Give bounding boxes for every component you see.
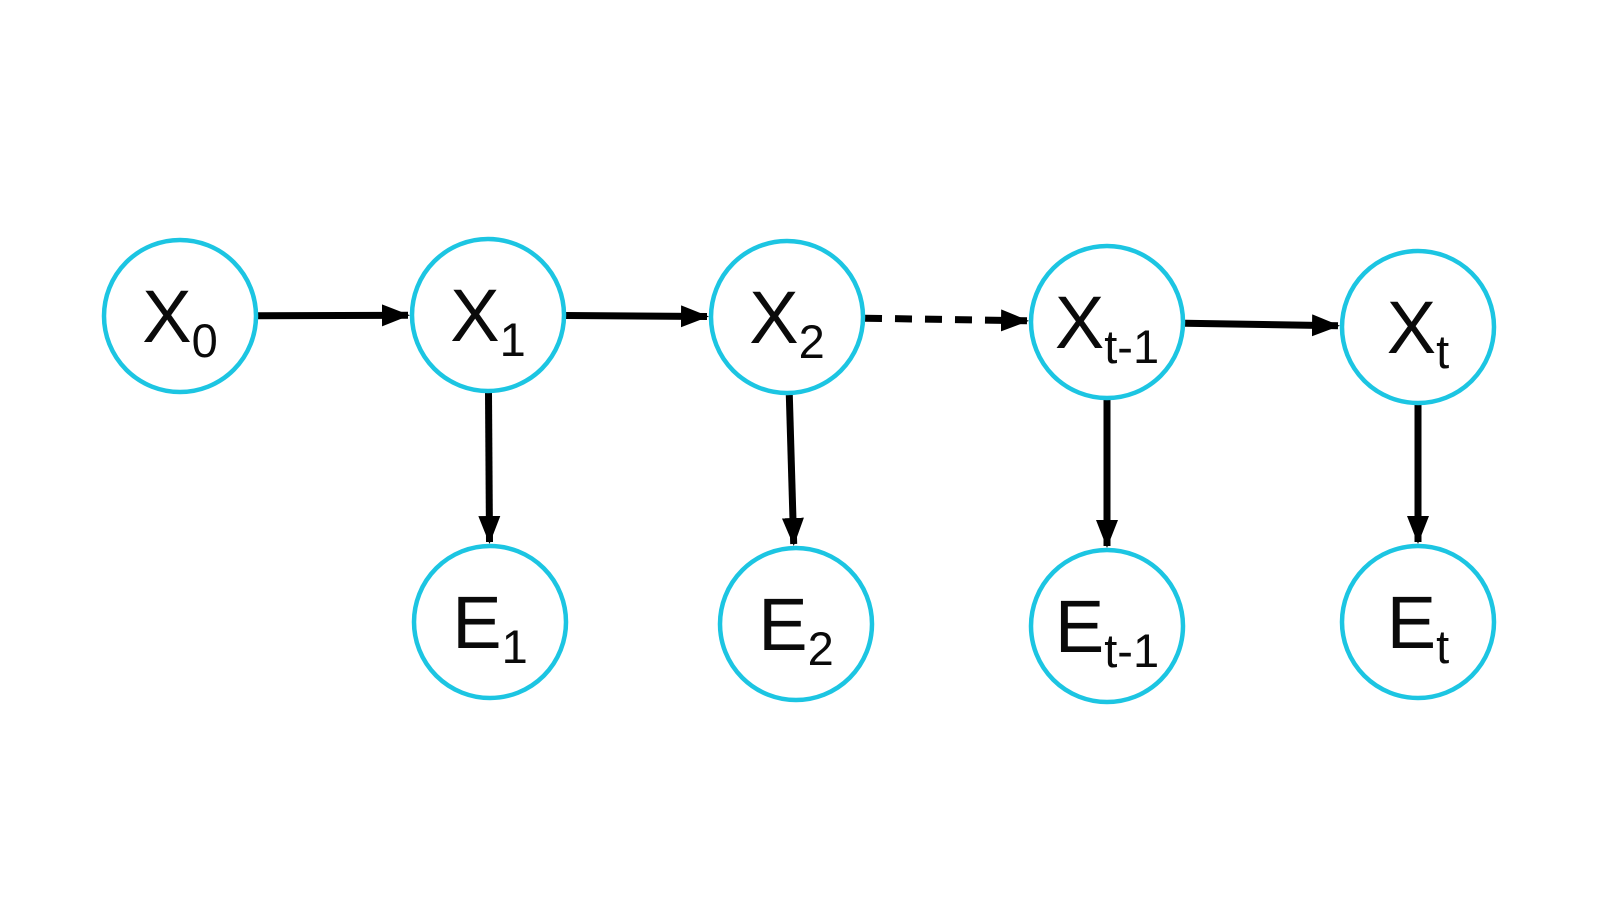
node-label-X0: X0 <box>142 275 218 367</box>
node-X0: X0 <box>101 237 259 395</box>
node-Et: Et <box>1339 543 1497 701</box>
node-label-main: X <box>1055 281 1104 364</box>
node-Xt: Xt <box>1339 248 1497 406</box>
node-label-E1: E1 <box>452 581 528 673</box>
node-circle-Et-1 <box>1028 547 1186 705</box>
node-Et-1: Et-1 <box>1028 547 1186 705</box>
node-label-main: X <box>749 276 798 359</box>
node-label-Xt-1: Xt-1 <box>1055 281 1159 373</box>
node-circle-E2 <box>717 545 875 703</box>
node-label-subscript: 0 <box>192 314 218 367</box>
node-label-main: X <box>142 275 191 358</box>
node-X2: X2 <box>708 238 866 396</box>
node-label-main: X <box>1387 286 1436 369</box>
node-label-subscript: 1 <box>500 313 526 366</box>
node-label-subscript: t-1 <box>1104 624 1159 677</box>
node-E1: E1 <box>411 543 569 701</box>
node-label-main: E <box>452 581 501 664</box>
edge-X2-to-E2-arrow <box>781 394 804 546</box>
node-label-subscript: t-1 <box>1104 320 1159 373</box>
node-label-subscript: 1 <box>502 620 528 673</box>
node-label-main: X <box>450 274 499 357</box>
node-label-subscript: 2 <box>799 315 825 368</box>
node-label-main: E <box>758 583 807 666</box>
node-label-X1: X1 <box>450 274 526 366</box>
edge-X1-to-E1-arrow <box>478 392 501 544</box>
edge-Xt-1-to-Xt-arrow <box>1184 314 1340 337</box>
node-label-Et: Et <box>1387 581 1449 673</box>
node-label-Et-1: Et-1 <box>1055 585 1159 677</box>
node-label-subscript: 2 <box>808 622 834 675</box>
node-circle-E1 <box>411 543 569 701</box>
node-label-X2: X2 <box>749 276 825 368</box>
node-label-E2: E2 <box>758 583 834 675</box>
node-circle-X0 <box>101 237 259 395</box>
node-circle-Et <box>1339 543 1497 701</box>
node-label-subscript: t <box>1436 620 1449 673</box>
node-circle-X1 <box>409 236 567 394</box>
edge-X1-to-X2-arrow <box>565 305 709 328</box>
node-X1: X1 <box>409 236 567 394</box>
edge-X2-to-Xt-1-dashed-arrow <box>864 309 1029 332</box>
node-E2: E2 <box>717 545 875 703</box>
node-label-Xt: Xt <box>1387 286 1449 378</box>
node-Xt-1: Xt-1 <box>1028 243 1186 401</box>
node-label-subscript: t <box>1436 325 1449 378</box>
node-circle-Xt <box>1339 248 1497 406</box>
node-circle-X2 <box>708 238 866 396</box>
node-circle-Xt-1 <box>1028 243 1186 401</box>
node-label-main: E <box>1387 581 1436 664</box>
node-label-main: E <box>1055 585 1104 668</box>
